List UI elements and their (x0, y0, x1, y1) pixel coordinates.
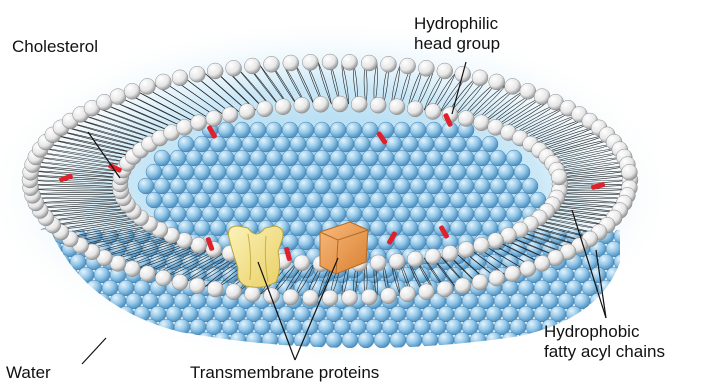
cholesterol-label-text: Cholesterol (12, 37, 98, 57)
hydrophobic-label-line1: Hydrophobic (544, 322, 665, 342)
cholesterol-label: Cholesterol (12, 37, 98, 57)
water-leader (82, 338, 106, 364)
hydrophilic-label-line2: head group (414, 34, 500, 54)
water-label: Water (6, 363, 51, 383)
water-label-text: Water (6, 363, 51, 383)
hydrophobic-chains-label: Hydrophobic fatty acyl chains (544, 322, 665, 362)
hydrophilic-head-group-label: Hydrophilic head group (414, 14, 500, 54)
hydrophobic-label-line2: fatty acyl chains (544, 342, 665, 362)
hydrophilic-label-line1: Hydrophilic (414, 14, 500, 34)
transmembrane-label-text: Transmembrane proteins (190, 363, 379, 383)
transmembrane-proteins-label: Transmembrane proteins (190, 363, 379, 383)
